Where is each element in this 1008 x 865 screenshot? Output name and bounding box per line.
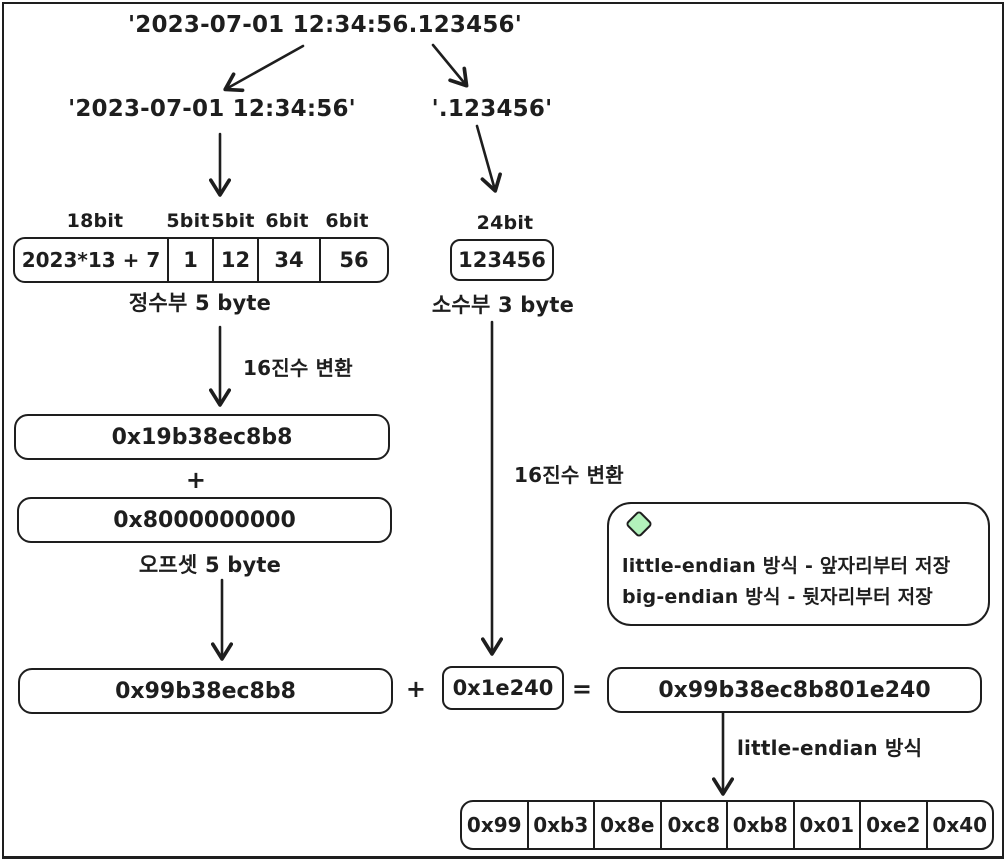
byte-cell: 0x40 <box>925 802 993 848</box>
plus-sign-combine: + <box>405 675 427 703</box>
equals-sign: = <box>571 675 593 703</box>
arrow-split-right <box>431 43 469 88</box>
hex-convert-label-left: 16진수 변환 <box>243 356 353 380</box>
byte-cell: 0x01 <box>792 802 860 848</box>
bit-label-18bit: 18bit <box>66 210 124 232</box>
fraction-part-string: '.123456' <box>431 96 553 122</box>
second-cell: 56 <box>319 239 387 281</box>
offset-caption: 오프셋 5 byte <box>138 553 282 577</box>
byte-cell: 0xe2 <box>859 802 926 848</box>
integer-caption: 정수부 5 byte <box>128 291 272 315</box>
byte-cell: 0xc8 <box>659 802 727 848</box>
arrow-frac-to-box <box>475 124 502 193</box>
integer-bitfield-box: 2023*13 + 7 1 12 34 56 <box>13 237 389 283</box>
byte-cell: 0x99 <box>466 813 522 837</box>
hex-convert-label-right: 16진수 변환 <box>514 463 624 487</box>
combined-hex-box: 0x99b38ec8b801e240 <box>607 667 982 713</box>
integer-result-hex-box: 0x99b38ec8b8 <box>18 668 393 714</box>
byte-cell: 0xb3 <box>526 802 594 848</box>
note-line-big-endian: big-endian 방식 - 뒷자리부터 저장 <box>622 586 933 608</box>
endian-note-box <box>607 502 990 626</box>
datetime-literal: '2023-07-01 12:34:56.123456' <box>128 12 522 38</box>
little-endian-arrow-label: little-endian 방식 <box>737 736 923 760</box>
byte-sequence-box: 0x99 0xb3 0x8e 0xc8 0xb8 0x01 0xe2 0x40 <box>460 800 994 850</box>
bit-label-5bit-day: 5bit <box>166 210 210 232</box>
byte-cell: 0xb8 <box>726 802 793 848</box>
plus-sign-offset: + <box>185 466 207 494</box>
offset-hex-box: 0x8000000000 <box>17 497 392 543</box>
yearmonth-cell: 2023*13 + 7 <box>21 248 161 272</box>
bit-label-5bit-hour: 5bit <box>211 210 255 232</box>
hour-cell: 12 <box>212 239 257 281</box>
fraction-hex-box: 0x1e240 <box>442 666 564 710</box>
integer-hex-box: 0x19b38ec8b8 <box>14 414 390 460</box>
bit-label-6bit-second: 6bit <box>325 210 369 232</box>
fraction-value-box: 123456 <box>450 239 554 281</box>
byte-cell: 0x8e <box>593 802 660 848</box>
day-cell: 1 <box>167 239 212 281</box>
integer-part-string: '2023-07-01 12:34:56' <box>68 96 356 122</box>
fraction-caption: 소수부 3 byte <box>431 293 575 317</box>
bit-label-24bit: 24bit <box>476 212 534 234</box>
arrow-split-left <box>223 44 305 93</box>
bit-label-6bit-minute: 6bit <box>265 210 309 232</box>
note-line-little-endian: little-endian 방식 - 앞자리부터 저장 <box>622 555 951 577</box>
minute-cell: 34 <box>257 239 319 281</box>
